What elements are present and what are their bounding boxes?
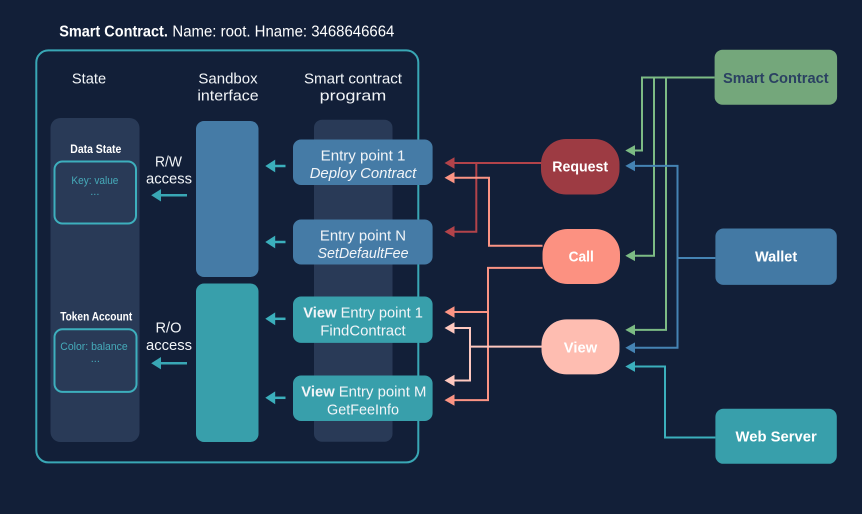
svg-text:Key: value: Key: value <box>71 175 118 187</box>
svg-text:FindContract: FindContract <box>320 322 406 339</box>
svg-text:Smart Contract.Name: root. Hna: Smart Contract.Name: root. Hname: 346864… <box>59 24 395 41</box>
svg-text:Request: Request <box>552 159 608 176</box>
svg-text:access: access <box>146 171 192 188</box>
svg-text:GetFeeInfo: GetFeeInfo <box>327 401 399 418</box>
svg-text:Smart Contract: Smart Contract <box>723 70 829 87</box>
svg-text:Wallet: Wallet <box>755 249 797 266</box>
svg-text:R/O: R/O <box>156 320 182 337</box>
svg-text:program: program <box>320 88 387 105</box>
svg-text:View: View <box>564 339 598 356</box>
svg-text:Smart contract: Smart contract <box>304 71 403 88</box>
svg-text:...: ... <box>90 186 99 198</box>
svg-text:Color: balance: Color: balance <box>60 341 127 353</box>
svg-text:Token Account: Token Account <box>60 312 132 324</box>
svg-text:Entry point 1: Entry point 1 <box>321 148 406 165</box>
svg-text:...: ... <box>91 353 100 365</box>
svg-text:interface: interface <box>197 88 258 105</box>
svg-text:Data State: Data State <box>70 144 121 156</box>
svg-text:Deploy Contract: Deploy Contract <box>310 165 417 182</box>
svg-text:Entry point N: Entry point N <box>320 228 406 245</box>
svg-text:Web Server: Web Server <box>736 429 817 446</box>
svg-text:SetDefaultFee: SetDefaultFee <box>317 245 408 262</box>
svg-text:State: State <box>72 71 106 88</box>
svg-text:R/W: R/W <box>155 153 183 170</box>
svg-text:Sandbox: Sandbox <box>198 71 258 88</box>
svg-text:Call: Call <box>569 249 594 266</box>
svg-text:access: access <box>146 337 192 354</box>
